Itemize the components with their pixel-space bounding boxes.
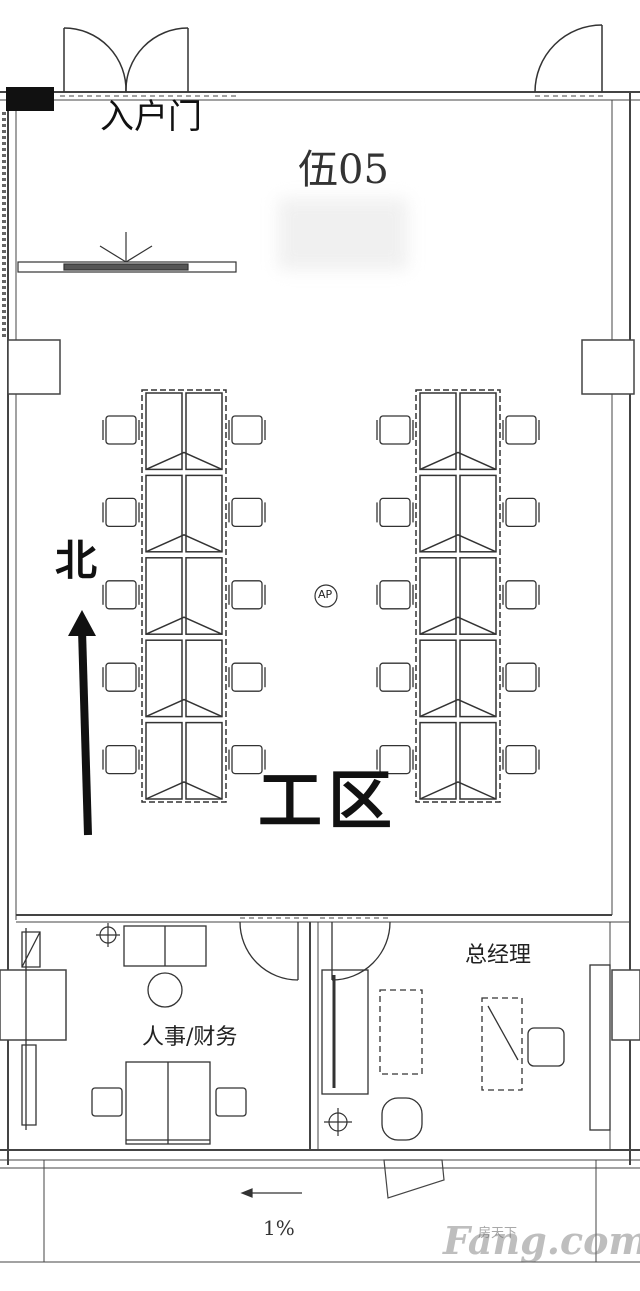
chair [102,497,140,528]
chair [228,662,266,692]
column-bottom-left [0,969,67,1041]
chair [376,744,414,775]
chair [502,415,540,445]
desk-pair [145,557,223,635]
chair [102,580,140,610]
desk-pair [145,639,223,718]
general-manager-label: 总经理 [465,943,532,968]
desk-pair [419,721,497,800]
ap-label: AP [318,588,333,601]
chair [502,580,540,610]
gm-ap-icon [324,1108,352,1136]
work-area-label: 工区 [258,765,398,839]
desk-pair [419,474,497,553]
chair [376,580,414,610]
north-arrow-icon [68,610,96,836]
chair [102,415,140,445]
desk-pair [419,639,497,718]
chair [215,1087,247,1117]
ap-icon [314,584,338,608]
hr-ap-icon [96,923,120,947]
desk-pair [145,474,223,553]
entrance-label: 入户门 [100,97,202,137]
desk-pair [419,392,497,471]
north-label: 北 [55,536,98,585]
hr-finance-label: 人事/财务 [142,1025,238,1050]
chair [102,744,140,775]
desk-pair [145,721,223,800]
desk-pair [419,557,497,635]
chair [376,415,414,445]
chair [502,497,540,528]
hr-office-furniture [21,921,299,1145]
entrance-door [63,27,189,93]
chair [228,497,266,528]
chair [228,580,266,610]
blurred-mark [278,198,408,270]
chair [228,415,266,445]
watermark-logo: Fang.com [443,1218,640,1263]
desk-pair [145,392,223,471]
watermark-chinese: 房天下 [478,1226,518,1241]
balcony-door [383,1159,445,1199]
chair [376,662,414,692]
meter-box [6,87,54,111]
column-bottom-right [611,969,640,1041]
chair [102,662,140,692]
desk-cluster-left [141,389,227,803]
chair [376,497,414,528]
unit-label: 伍05 [298,147,389,193]
ceiling-fixture [17,232,237,273]
chair [502,744,540,775]
chair [228,744,266,775]
slope-label: 1% [263,1216,295,1240]
column-right [581,339,635,395]
chair [91,1087,123,1117]
chair [502,662,540,692]
column-left [7,339,61,395]
side-door [534,24,603,93]
gm-office-furniture [321,921,611,1141]
desk-cluster-right [415,389,501,803]
slope-arrow-icon [240,1188,302,1198]
